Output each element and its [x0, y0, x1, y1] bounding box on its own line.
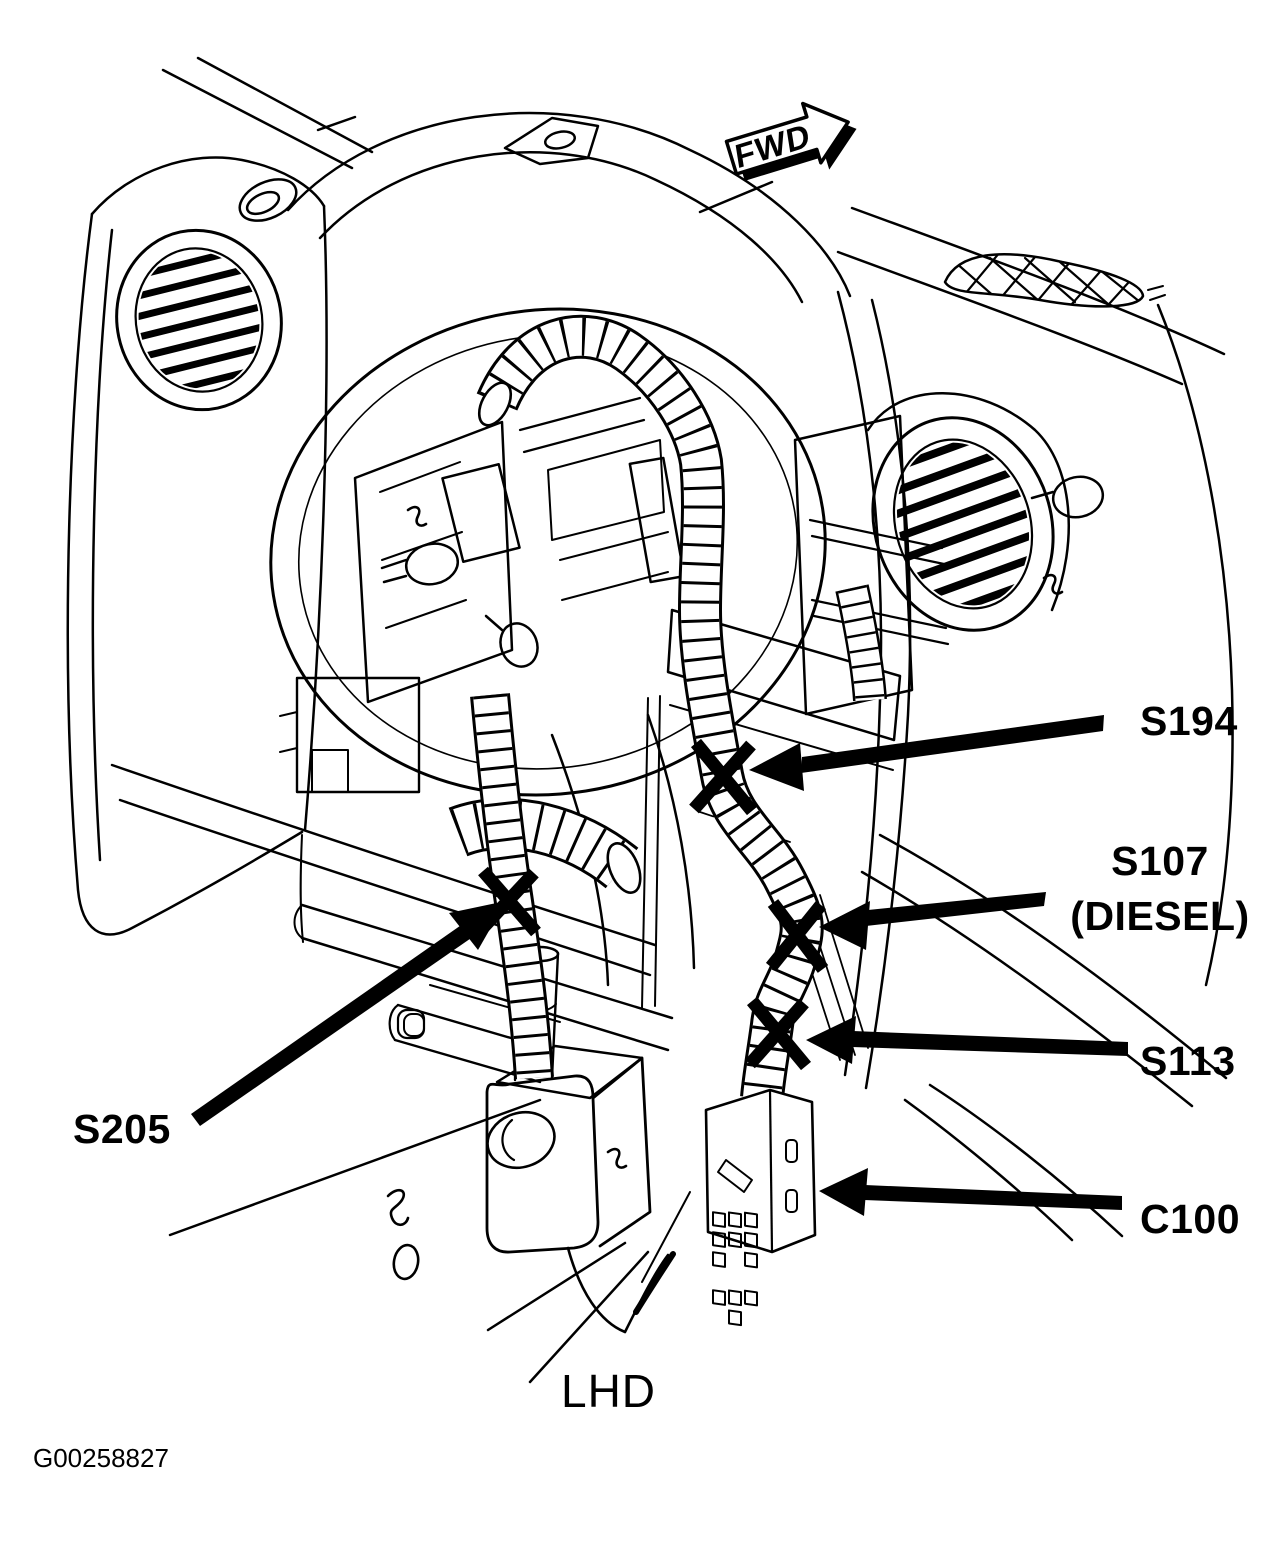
splice-x-s194	[689, 738, 758, 816]
callout-arrows	[191, 715, 1128, 1216]
column-module	[168, 945, 676, 1384]
arrow-s113	[806, 1016, 1128, 1064]
figure-caption: LHD	[561, 1365, 656, 1417]
break-squiggles	[386, 505, 1064, 1281]
center-stack-edges	[641, 290, 1234, 1108]
harness-tube-right-short	[835, 584, 887, 702]
arrow-s194	[749, 715, 1104, 791]
cluster-hood-outline	[286, 111, 852, 304]
splice-x-s113	[745, 996, 811, 1071]
dash-left-endcap	[66, 156, 328, 936]
label-c100: C100	[1140, 1196, 1240, 1242]
callout-labels: S194 S107 (DIESEL) S113 S205 C100	[73, 698, 1249, 1242]
arrow-s205	[191, 901, 506, 1126]
label-s194: S194	[1140, 698, 1238, 744]
harness-tube-horizontal	[448, 797, 642, 894]
label-s113: S113	[1140, 1038, 1236, 1084]
left-vent	[115, 228, 283, 412]
figure-id: G00258827	[33, 1443, 169, 1473]
dashboard-line-art	[66, 56, 1234, 1384]
console-curves	[641, 1083, 1124, 1283]
label-s205: S205	[73, 1106, 171, 1152]
defroster-grille	[943, 253, 1166, 308]
arrow-c100	[819, 1168, 1122, 1216]
harness-tubes	[448, 314, 887, 1101]
instrument-cluster	[269, 307, 1105, 797]
label-s107: S107	[1111, 838, 1209, 884]
connector-c100-drawing	[704, 1088, 817, 1327]
splice-marks	[476, 738, 829, 1071]
dash-top-sensor	[503, 116, 600, 166]
left-bracket-frame	[279, 676, 421, 794]
splice-x-s107	[765, 899, 829, 973]
lower-dash-bands	[110, 763, 657, 977]
dash-top-right-edges	[698, 180, 1226, 386]
harness-tube-main	[476, 314, 824, 1101]
windshield-pillar-lines	[161, 56, 374, 170]
arrow-s107	[819, 892, 1046, 950]
label-s107-qualifier: (DIESEL)	[1070, 893, 1249, 939]
